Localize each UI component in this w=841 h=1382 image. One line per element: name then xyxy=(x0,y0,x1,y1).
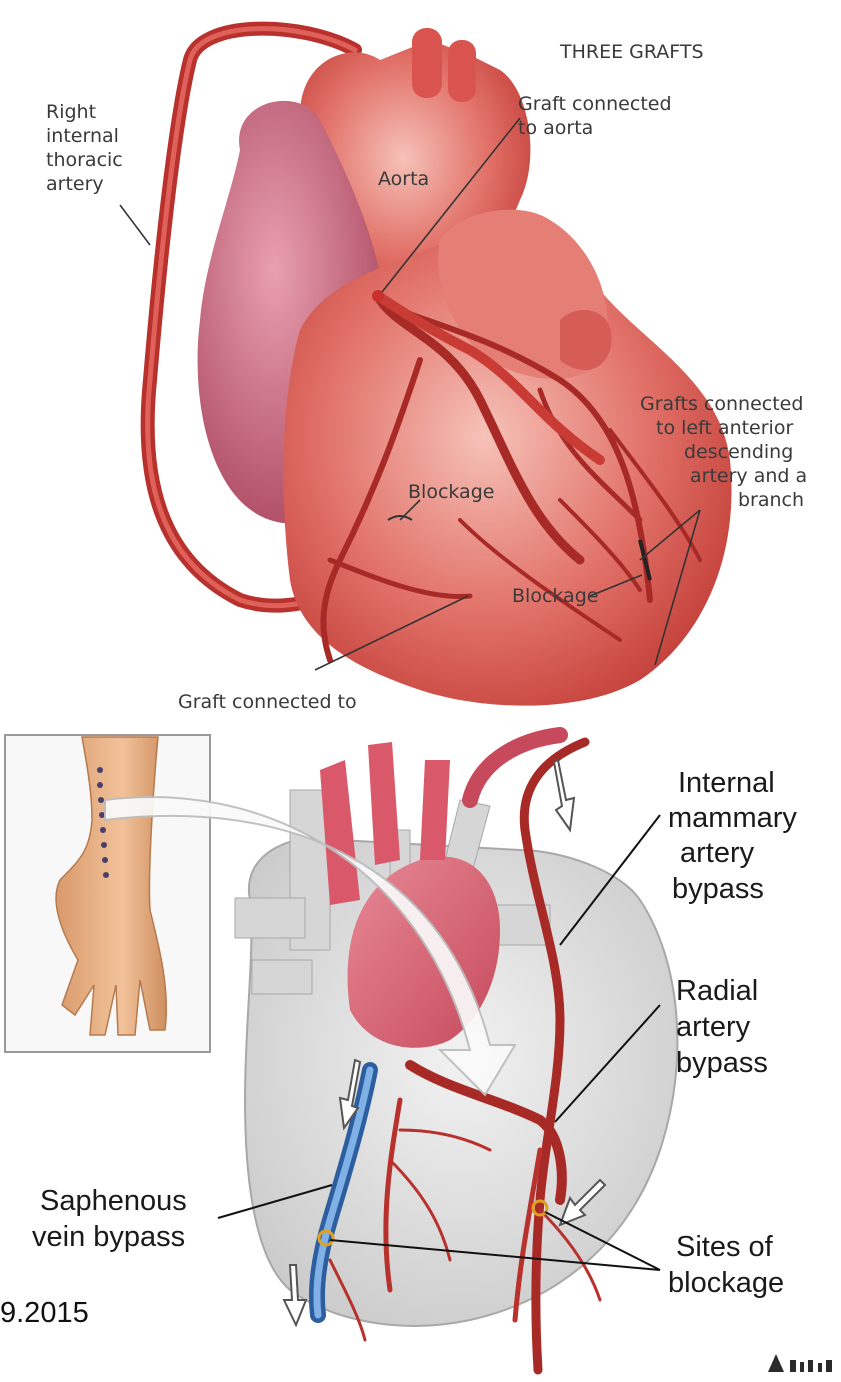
aortic-branch-2 xyxy=(448,40,476,102)
label-lad-4: artery and a xyxy=(690,465,807,487)
label-graft-aorta-1: Graft connected xyxy=(518,93,672,115)
label-ima-3: artery xyxy=(680,837,755,869)
label-lad-3: descending xyxy=(684,441,793,463)
label-thoracic-3: thoracic xyxy=(46,149,123,171)
date-fragment: 9.2015 xyxy=(0,1297,89,1329)
label-thoracic-2: internal xyxy=(46,125,119,147)
label-lad-1: Grafts connected xyxy=(640,393,803,415)
pulmonary-vessel-left-2 xyxy=(252,960,312,994)
pulmonary-vessel-left xyxy=(235,898,305,938)
label-sites-1: Sites of xyxy=(676,1231,774,1263)
label-graft-aorta-2: to aorta xyxy=(518,117,593,139)
label-radial-1: Radial xyxy=(676,975,758,1007)
label-blockage-1: Blockage xyxy=(408,481,494,503)
label-radial-2: artery xyxy=(676,1011,751,1043)
label-saphenous-2: vein bypass xyxy=(32,1221,185,1253)
aortic-branch-c xyxy=(420,760,450,860)
label-thoracic-4: artery xyxy=(46,173,104,195)
left-auricle xyxy=(560,310,612,370)
label-ima-1: Internal xyxy=(678,767,775,799)
bottom-panel: Internal mammary artery bypass Radial ar… xyxy=(0,722,841,1382)
top-panel: THREE GRAFTS Right internal thoracic art… xyxy=(0,0,841,720)
label-thoracic-1: Right xyxy=(46,101,96,123)
title-three-grafts: THREE GRAFTS xyxy=(559,41,704,63)
label-ima-4: bypass xyxy=(672,873,764,905)
label-lad-5: branch xyxy=(738,489,804,511)
label-aorta: Aorta xyxy=(378,168,429,190)
label-ima-2: mammary xyxy=(668,802,797,834)
label-lad-2: to left anterior xyxy=(656,417,793,439)
label-saphenous-1: Saphenous xyxy=(40,1185,187,1217)
label-radial-3: bypass xyxy=(676,1047,768,1079)
aortic-branch-1 xyxy=(412,28,442,98)
label-sites-2: blockage xyxy=(668,1267,784,1299)
label-graft-bottom: Graft connected to xyxy=(178,691,357,713)
label-blockage-2: Blockage xyxy=(512,585,598,607)
